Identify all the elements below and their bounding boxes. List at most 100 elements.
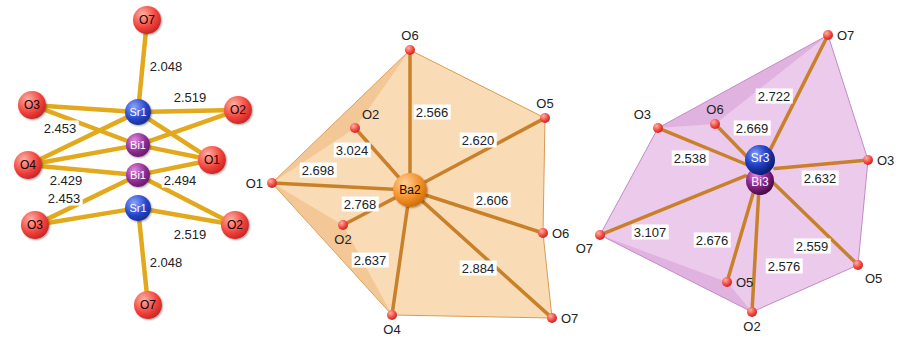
atom-label: Sr3 (751, 152, 770, 164)
oxygen-atom: O6 (405, 45, 415, 55)
bond-length: 2.429 (48, 173, 85, 188)
oxygen-atom: O1 (267, 178, 277, 188)
bond-line (42, 147, 126, 162)
bond-line (728, 192, 753, 277)
oxygen-atom: O7 (547, 313, 557, 323)
oxygen-atom: O3 (21, 211, 49, 239)
bond-length: 2.698 (300, 163, 337, 178)
oxygen-atom: O6 (710, 119, 720, 129)
oxygen-atom: O7 (595, 230, 605, 240)
atom-label: O7 (140, 299, 156, 311)
sr-bi-polyhedron (600, 35, 868, 312)
atom-label: O2 (227, 219, 243, 231)
sr-bi-site: Sr3Bi3 (745, 145, 775, 195)
oxygen-atom: O5 (853, 260, 863, 270)
bond-length: 2.559 (794, 239, 831, 254)
atom-label: O3 (877, 154, 894, 167)
atom-label: O4 (383, 323, 400, 336)
oxygen-atom: O4 (14, 151, 42, 179)
bond-line (149, 119, 200, 152)
atom-label: O7 (139, 14, 155, 26)
atom-label: O2 (230, 104, 246, 116)
atom-label: O5 (865, 272, 882, 285)
bond-line (423, 201, 549, 314)
atom-label: Bi1 (130, 140, 146, 151)
atom-label: O7 (837, 29, 854, 42)
bond-length: 2.884 (460, 261, 497, 276)
polyhedron-face (658, 35, 828, 128)
barium-atom: Ba2 (393, 173, 427, 207)
oxygen-atom: O4 (387, 310, 397, 320)
bond-line (139, 34, 145, 99)
atom-label: O3 (27, 219, 43, 231)
atom-label: Sr1 (129, 107, 146, 118)
bismuth-atom: Bi1 (126, 163, 150, 187)
oxygen-atom: O5 (722, 277, 732, 287)
bond-length: 2.519 (172, 227, 209, 242)
ba-polyhedron (272, 50, 552, 318)
oxygen-atom: O2 (747, 307, 757, 317)
bond-line (139, 221, 146, 291)
bond-length: 2.632 (802, 171, 839, 186)
bond-line (425, 120, 541, 182)
strontium-sphere (745, 145, 775, 175)
bond-length: 2.538 (672, 151, 709, 166)
bond-line (775, 160, 863, 168)
atom-label: O1 (204, 154, 220, 166)
bond-line (277, 183, 393, 189)
bond-line (752, 195, 758, 307)
oxygen-atom: O1 (198, 146, 226, 174)
oxygen-atom: O3 (653, 123, 663, 133)
oxygen-atom: O6 (538, 228, 548, 238)
atom-label: O6 (401, 29, 418, 42)
atom-label: O7 (561, 312, 578, 325)
polyhedron-face (272, 183, 392, 315)
oxygen-atom: O2 (224, 96, 252, 124)
atom-label: Bi3 (751, 176, 768, 188)
oxygen-atom: O7 (134, 291, 162, 319)
atom-label: O7 (576, 242, 593, 255)
bond-line (150, 163, 199, 173)
bond-length: 2.453 (46, 191, 83, 206)
bond-length: 2.637 (352, 253, 389, 268)
bond-length: 2.048 (148, 59, 185, 74)
oxygen-atom: O7 (823, 30, 833, 40)
oxygen-atom: O2 (221, 211, 249, 239)
atom-label: O4 (20, 159, 36, 171)
bond-line (393, 207, 408, 310)
bond-length: 2.566 (414, 105, 451, 120)
bond-length: 2.676 (694, 233, 731, 248)
oxygen-atom: O2 (338, 220, 348, 230)
polyhedron-face (272, 50, 410, 183)
bismuth-atom: Bi1 (126, 133, 150, 157)
bond-length: 3.024 (334, 143, 371, 158)
atom-label: O2 (743, 320, 760, 333)
atom-label: O3 (24, 99, 40, 111)
bond-line (605, 176, 746, 233)
bond-length: 2.576 (766, 259, 803, 274)
oxygen-atom: O2 (350, 123, 360, 133)
bond-length: 2.620 (460, 133, 497, 148)
atom-label: O1 (246, 177, 263, 190)
bond-length: 2.453 (42, 121, 79, 136)
bond-line (46, 106, 125, 111)
strontium-atom: Sr1 (125, 195, 151, 221)
bond-length: 2.606 (474, 193, 511, 208)
strontium-atom: Sr1 (125, 99, 151, 125)
atom-label: O5 (736, 276, 753, 289)
oxygen-atom: O3 (18, 91, 46, 119)
oxygen-atom: O7 (133, 6, 161, 34)
atom-label: O2 (334, 233, 351, 246)
atom-label: Bi1 (130, 170, 146, 181)
bond-length: 2.722 (756, 89, 793, 104)
bond-length: 2.494 (162, 173, 199, 188)
bond-line (773, 183, 854, 262)
bond-length: 2.519 (172, 90, 209, 105)
atom-label: Sr1 (129, 203, 146, 214)
atom-label: O6 (552, 227, 569, 240)
atom-label: O5 (536, 97, 553, 110)
atom-label: O3 (634, 108, 651, 121)
bond-line (41, 118, 127, 159)
atom-label: Ba2 (399, 184, 420, 196)
bond-length: 3.107 (632, 225, 669, 240)
